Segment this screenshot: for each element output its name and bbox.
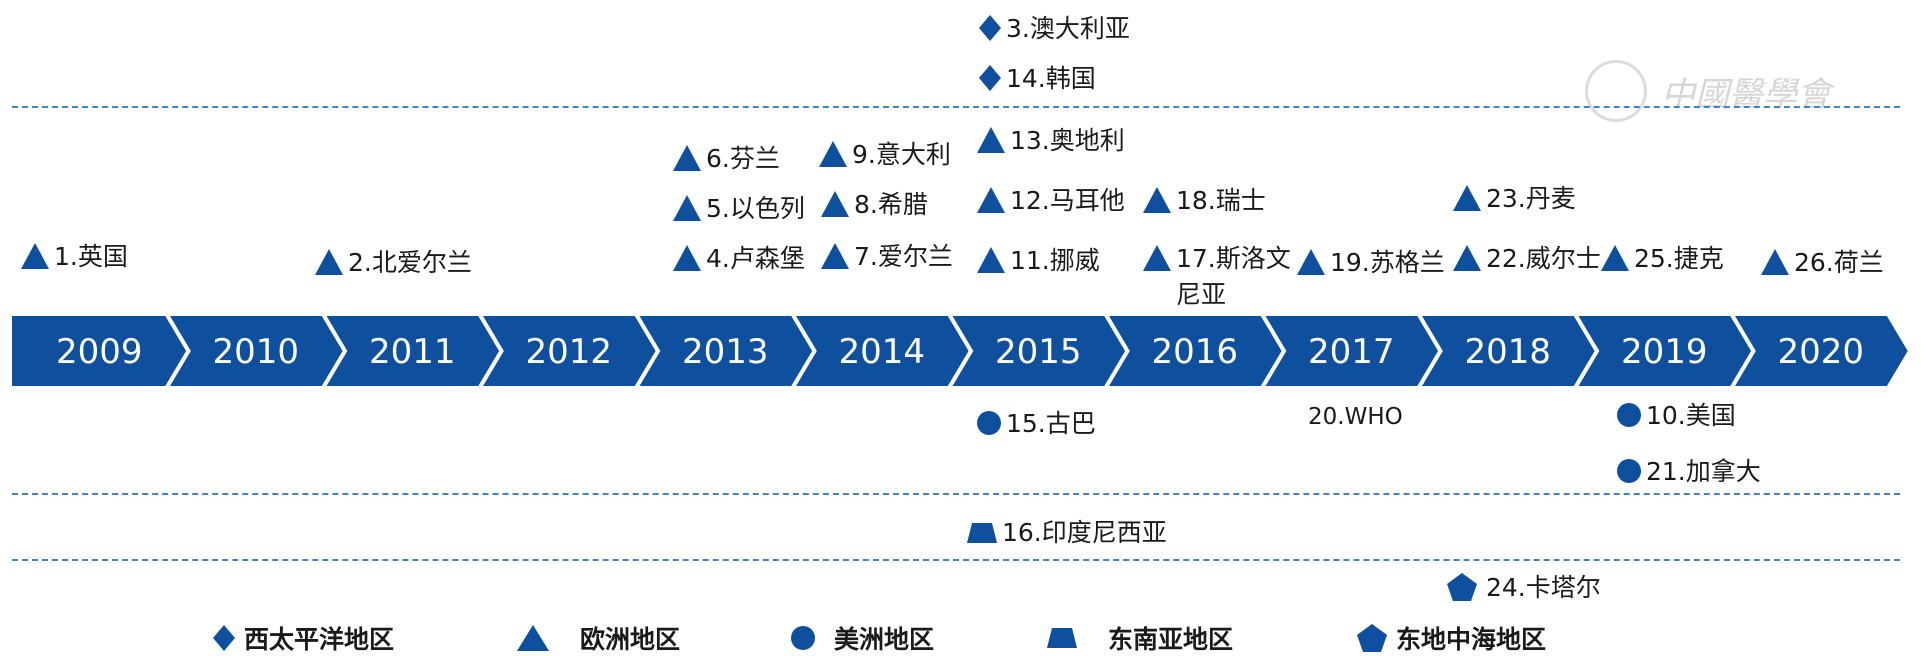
year-label-2016: 2016 [1151, 332, 1238, 372]
triangle-icon [818, 140, 848, 168]
triangle-icon [1452, 184, 1482, 212]
pentagon-icon [1356, 623, 1388, 653]
timeline-segment-2011 [320, 314, 504, 388]
separator-western-pacific [12, 106, 1900, 108]
legend-east-mediterranean: 东地中海地区 [1356, 620, 1546, 656]
item-scotland: 19.苏格兰 [1296, 248, 1445, 276]
timeline-segment-2018 [1416, 314, 1600, 388]
separator-southeast-asia [12, 559, 1900, 561]
timeline-segment-2020 [1729, 314, 1910, 388]
triangle-icon [976, 246, 1006, 274]
triangle-icon [672, 194, 702, 222]
item-austria: 13.奥地利 [976, 126, 1125, 154]
item-italy: 9.意大利 [818, 140, 951, 168]
triangle-icon [1600, 244, 1630, 272]
year-label-2010: 2010 [212, 332, 299, 372]
watermark-seal-icon [1585, 60, 1647, 122]
triangle-icon [516, 624, 550, 652]
separator-americas [12, 493, 1900, 495]
triangle-icon [672, 144, 702, 172]
diamond-icon [978, 14, 1002, 42]
circle-icon [1616, 402, 1642, 428]
timeline-segment-2016 [1103, 314, 1287, 388]
triangle-icon [1296, 248, 1326, 276]
timeline-segment-2014 [790, 314, 974, 388]
item-israel: 5.以色列 [672, 194, 805, 222]
timeline-arrow: 2009 2010 2011 2012 2013 2014 2015 2016 2017 2018… [10, 314, 1910, 388]
diamond-icon [212, 624, 236, 652]
year-label-2017: 2017 [1308, 332, 1395, 372]
trapezoid-icon [966, 521, 998, 545]
circle-icon [790, 625, 816, 651]
watermark-text: 中國醫學會 [1661, 74, 1831, 115]
watermark: 中國醫學會 [1585, 60, 1831, 122]
item-ireland: 7.爱尔兰 [820, 242, 953, 270]
timeline-segment-2010 [164, 314, 348, 388]
triangle-icon [820, 190, 850, 218]
triangle-icon [820, 242, 850, 270]
triangle-icon [1142, 186, 1172, 214]
year-label-2019: 2019 [1621, 332, 1708, 372]
legend-southeast-asia: 东南亚地区 [1046, 620, 1233, 656]
item-australia: 3.澳大利亚 [978, 14, 1130, 42]
legend-europe: 欧洲地区 [516, 620, 680, 656]
item-who: 20.WHO [1308, 404, 1403, 430]
timeline-segment-2017 [1259, 314, 1443, 388]
item-korea: 14.韩国 [978, 64, 1096, 92]
circle-icon [976, 410, 1002, 436]
triangle-icon [314, 248, 344, 276]
timeline-segment-2013 [633, 314, 817, 388]
item-luxembourg: 4.卢森堡 [672, 244, 805, 272]
item-uk: 1.英国 [20, 242, 128, 270]
item-canada: 21.加拿大 [1616, 458, 1761, 484]
year-label-2009: 2009 [56, 332, 143, 372]
year-label-2018: 2018 [1464, 332, 1551, 372]
triangle-icon [672, 244, 702, 272]
item-czech: 25.捷克 [1600, 244, 1724, 272]
triangle-icon [1452, 244, 1482, 272]
item-cuba: 15.古巴 [976, 410, 1096, 436]
triangle-icon [976, 186, 1006, 214]
item-northern-ireland: 2.北爱尔兰 [314, 248, 472, 276]
item-denmark: 23.丹麦 [1452, 184, 1576, 212]
timeline-segment-2015 [946, 314, 1130, 388]
item-greece: 8.希腊 [820, 190, 928, 218]
item-finland: 6.芬兰 [672, 144, 780, 172]
triangle-icon [1142, 244, 1172, 272]
item-indonesia: 16.印度尼西亚 [966, 520, 1167, 545]
item-netherlands: 26.荷兰 [1760, 248, 1884, 276]
item-malta: 12.马耳他 [976, 186, 1125, 214]
item-wales: 22.威尔士 [1452, 244, 1601, 272]
triangle-icon [20, 242, 50, 270]
year-label-2015: 2015 [995, 332, 1082, 372]
year-label-2012: 2012 [525, 332, 612, 372]
pentagon-icon [1446, 572, 1478, 602]
circle-icon [1616, 458, 1642, 484]
year-label-2013: 2013 [682, 332, 769, 372]
item-slovenia-line2: 尼亚 [1176, 280, 1227, 309]
triangle-icon [976, 126, 1006, 154]
legend-western-pacific: 西太平洋地区 [212, 620, 394, 656]
diamond-icon [978, 64, 1002, 92]
item-slovenia: 17.斯洛文 [1142, 244, 1291, 272]
item-norway: 11.挪威 [976, 246, 1100, 274]
year-label-2014: 2014 [838, 332, 925, 372]
year-label-2020: 2020 [1777, 332, 1864, 372]
trapezoid-icon [1046, 626, 1078, 650]
timeline-segment-2019 [1572, 314, 1756, 388]
item-switzerland: 18.瑞士 [1142, 186, 1266, 214]
item-usa: 10.美国 [1616, 402, 1736, 428]
triangle-icon [1760, 248, 1790, 276]
legend-americas: 美洲地区 [790, 620, 934, 656]
timeline-segment-2012 [477, 314, 661, 388]
year-label-2011: 2011 [369, 332, 456, 372]
item-qatar: 24.卡塔尔 [1446, 572, 1601, 602]
